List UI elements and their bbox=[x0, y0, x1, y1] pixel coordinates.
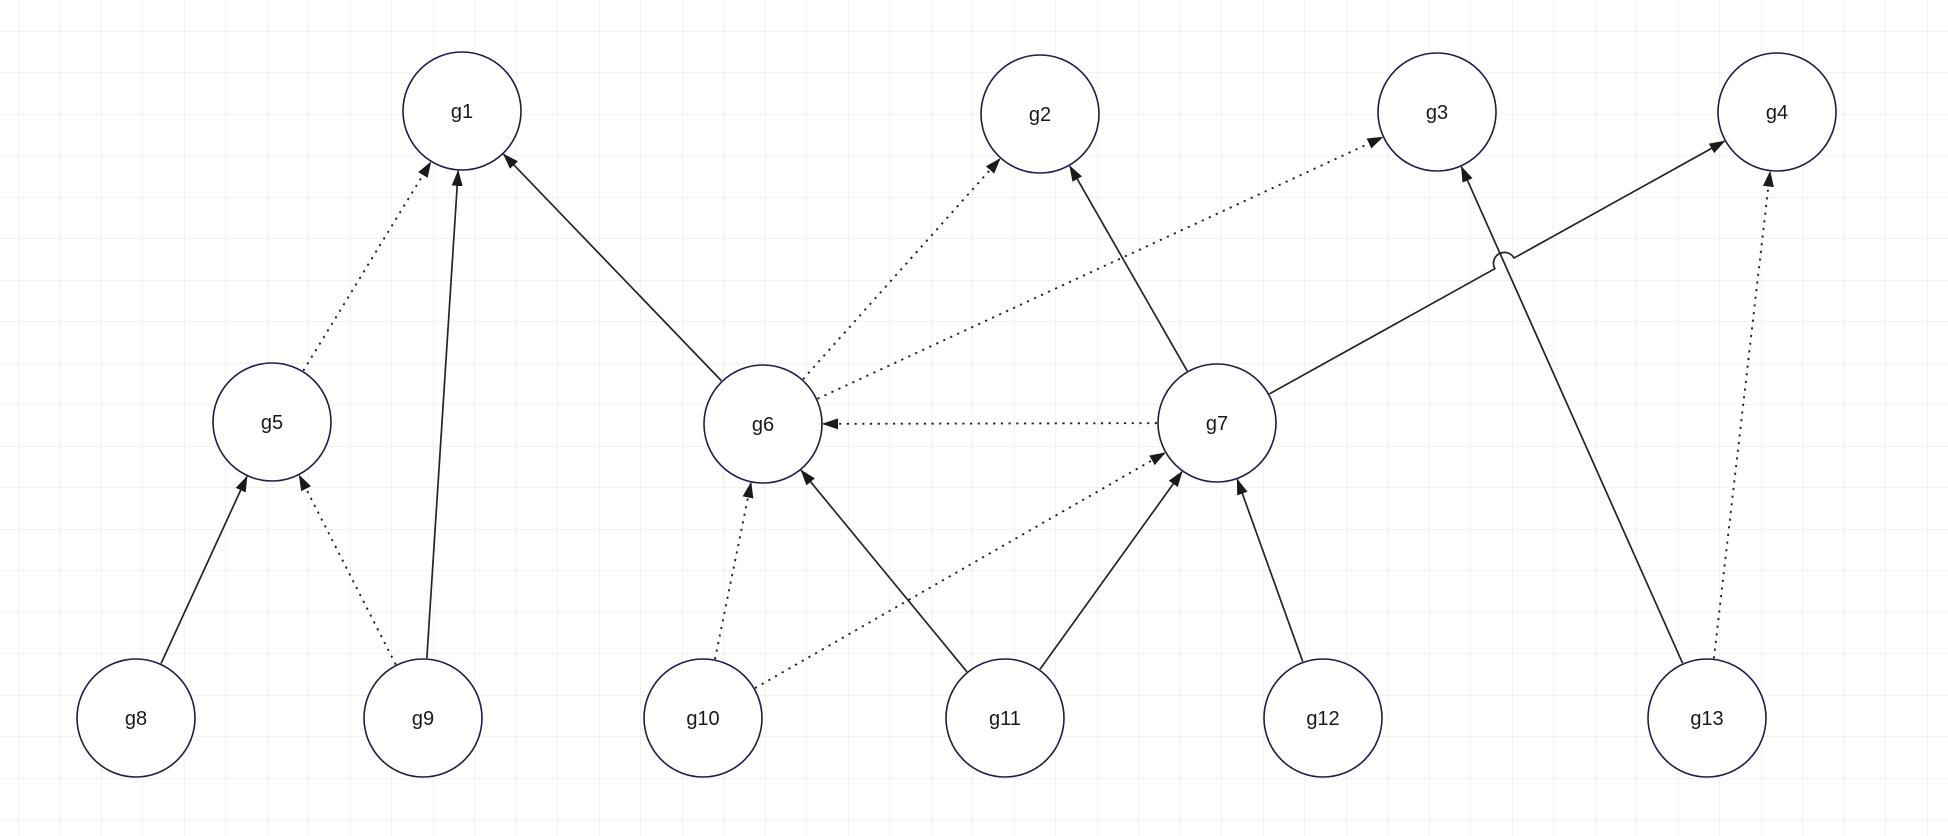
node-circle-g4[interactable] bbox=[1717, 52, 1837, 172]
edge-g7-g4-solid-arrow[interactable] bbox=[1269, 140, 1726, 395]
node-g1[interactable]: g1 bbox=[402, 51, 522, 171]
edge-g10-g7-dotted-arrow[interactable] bbox=[754, 452, 1166, 689]
edge-g6-g2-dotted-arrow[interactable] bbox=[802, 157, 1001, 380]
node-g6[interactable]: g6 bbox=[703, 364, 823, 484]
edge-g13-g4-dotted-arrow[interactable] bbox=[1712, 170, 1774, 659]
node-g5[interactable]: g5 bbox=[212, 362, 332, 482]
edge-g8-g5-solid-arrow[interactable] bbox=[160, 475, 248, 664]
node-g3[interactable]: g3 bbox=[1377, 52, 1497, 172]
node-circle-g2[interactable] bbox=[980, 54, 1100, 174]
node-circle-g11[interactable] bbox=[945, 658, 1065, 778]
node-g4[interactable]: g4 bbox=[1717, 52, 1837, 172]
node-g11[interactable]: g11 bbox=[945, 658, 1065, 778]
node-g8[interactable]: g8 bbox=[76, 658, 196, 778]
node-circle-g6[interactable] bbox=[703, 364, 823, 484]
node-circle-g13[interactable] bbox=[1647, 658, 1767, 778]
node-g12[interactable]: g12 bbox=[1263, 658, 1383, 778]
node-circle-g3[interactable] bbox=[1377, 52, 1497, 172]
edge-g12-g7-solid-arrow[interactable] bbox=[1236, 478, 1304, 662]
node-g13[interactable]: g13 bbox=[1647, 658, 1767, 778]
node-circle-g5[interactable] bbox=[212, 362, 332, 482]
node-g10[interactable]: g10 bbox=[643, 658, 763, 778]
node-g2[interactable]: g2 bbox=[980, 54, 1100, 174]
node-circle-g7[interactable] bbox=[1157, 363, 1277, 483]
edge-g11-g7-solid-arrow[interactable] bbox=[1039, 470, 1183, 670]
edge-g7-g6-dotted-arrow[interactable] bbox=[822, 418, 1158, 430]
node-circle-g1[interactable] bbox=[402, 51, 522, 171]
edge-g7-g2-solid-arrow[interactable] bbox=[1069, 165, 1188, 372]
node-g9[interactable]: g9 bbox=[363, 658, 483, 778]
node-circle-g12[interactable] bbox=[1263, 658, 1383, 778]
node-circle-g8[interactable] bbox=[76, 658, 196, 778]
node-circle-g10[interactable] bbox=[643, 658, 763, 778]
node-circle-g9[interactable] bbox=[363, 658, 483, 778]
edge-g6-g1-solid-arrow[interactable] bbox=[502, 153, 723, 382]
edge-g9-g1-solid-arrow[interactable] bbox=[425, 169, 463, 659]
edge-g13-g3-solid-arrow[interactable] bbox=[1460, 165, 1684, 664]
edge-g11-g6-solid-arrow[interactable] bbox=[800, 469, 968, 673]
node-g7[interactable]: g7 bbox=[1157, 363, 1277, 483]
